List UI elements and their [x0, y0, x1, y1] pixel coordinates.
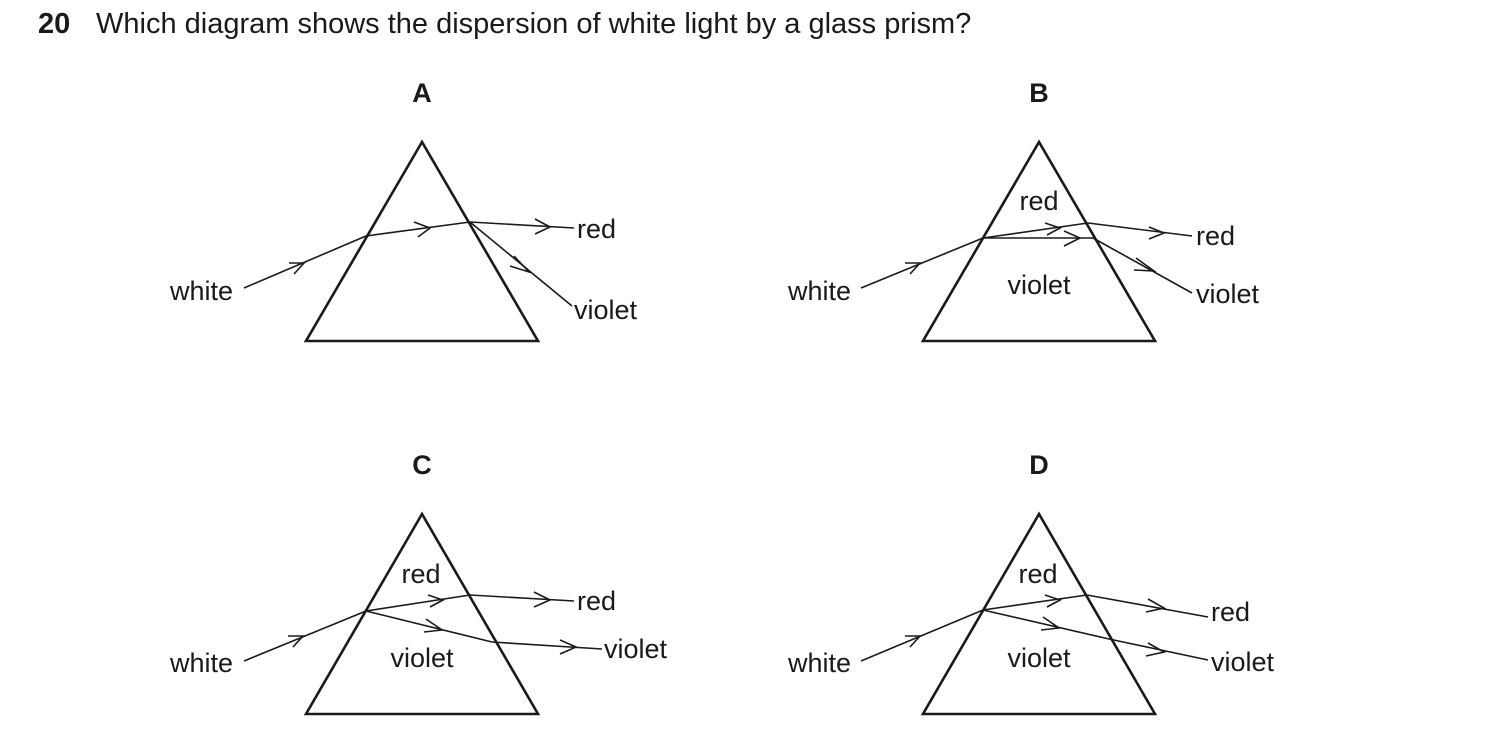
option-b-white-arrow [905, 262, 922, 275]
option-d-diagram: D white red violet red violet [787, 450, 1275, 716]
option-a-label-red: red [577, 214, 616, 244]
option-a-diagram: A white red violet [169, 78, 638, 343]
option-b-violet-arrow [1133, 257, 1157, 272]
option-a-letter: A [412, 78, 432, 108]
option-d-inner-red-arrow [1044, 594, 1063, 608]
option-b-label-violet: violet [1196, 279, 1260, 309]
option-c-red-ray [469, 594, 575, 602]
option-d-label-red-inside: red [1018, 559, 1057, 589]
option-a-inner-ray [365, 221, 471, 237]
option-c-violet-ray [491, 641, 603, 650]
option-c-label-red: red [577, 586, 616, 616]
option-a-inner-arrow [413, 221, 432, 238]
question-line: 20 Which diagram shows the dispersion of … [38, 6, 971, 42]
option-b-label-white: white [787, 276, 851, 306]
option-d-label-red: red [1211, 597, 1250, 627]
option-d-prism [920, 511, 1158, 716]
option-a-red-ray [469, 221, 575, 229]
option-b-inner-violet-arrow [1063, 230, 1082, 247]
option-d-inner-violet-arrow [1040, 616, 1062, 631]
option-d-inner-violet-ray [982, 609, 1110, 640]
option-d-white-arrow [905, 635, 922, 648]
option-b-inner-red-arrow [1044, 222, 1063, 236]
option-d-label-violet-inside: violet [1007, 643, 1071, 673]
option-c-label-red-inside: red [401, 559, 440, 589]
option-c-inner-violet-ray [365, 610, 493, 643]
option-c-inner-violet-arrow [423, 618, 445, 633]
option-a-violet-arrow [509, 255, 532, 274]
option-c-inner-red-ray [365, 594, 471, 612]
option-b-label-red-inside: red [1019, 186, 1058, 216]
option-b-label-red: red [1196, 221, 1235, 251]
option-c-diagram: C white red violet red violet [169, 450, 668, 716]
option-c-white-ray [243, 610, 367, 662]
option-c-red-arrow [533, 591, 552, 608]
option-a-label-white: white [169, 276, 233, 306]
option-b-inner-red-ray [982, 222, 1089, 239]
option-b-letter: B [1029, 78, 1049, 108]
option-b-white-ray [860, 237, 984, 289]
option-b-label-violet-inside: violet [1007, 270, 1071, 300]
option-a-white-arrow [289, 262, 306, 275]
option-c-white-arrow [288, 635, 305, 648]
option-b-red-ray [1087, 222, 1193, 237]
option-d-white-ray [860, 609, 984, 662]
option-c-letter: C [412, 450, 432, 480]
option-d-inner-red-ray [982, 594, 1088, 611]
option-c-inner-red-arrow [427, 594, 446, 608]
option-c-prism [303, 511, 541, 716]
option-b-prism [920, 139, 1158, 343]
option-d-violet-arrow [1145, 642, 1167, 657]
question-text: Which diagram shows the dispersion of wh… [96, 8, 972, 40]
option-d-letter: D [1029, 450, 1049, 480]
option-a-red-arrow [534, 218, 552, 235]
option-d-red-arrow [1145, 598, 1167, 613]
option-b-violet-ray [1092, 237, 1193, 294]
option-b-diagram: B white red violet red violet [787, 78, 1260, 343]
option-d-red-ray [1086, 594, 1209, 618]
option-c-violet-arrow [559, 639, 578, 655]
option-a-white-ray [243, 235, 367, 289]
option-c-label-violet: violet [604, 634, 668, 664]
option-a-label-violet: violet [574, 295, 638, 325]
option-d-label-white: white [787, 648, 851, 678]
option-a-prism [303, 139, 541, 343]
question-number: 20 [38, 8, 71, 40]
option-c-label-violet-inside: violet [390, 643, 454, 673]
option-b-red-arrow [1148, 226, 1167, 240]
option-c-label-white: white [169, 648, 233, 678]
option-d-label-violet: violet [1211, 647, 1275, 677]
